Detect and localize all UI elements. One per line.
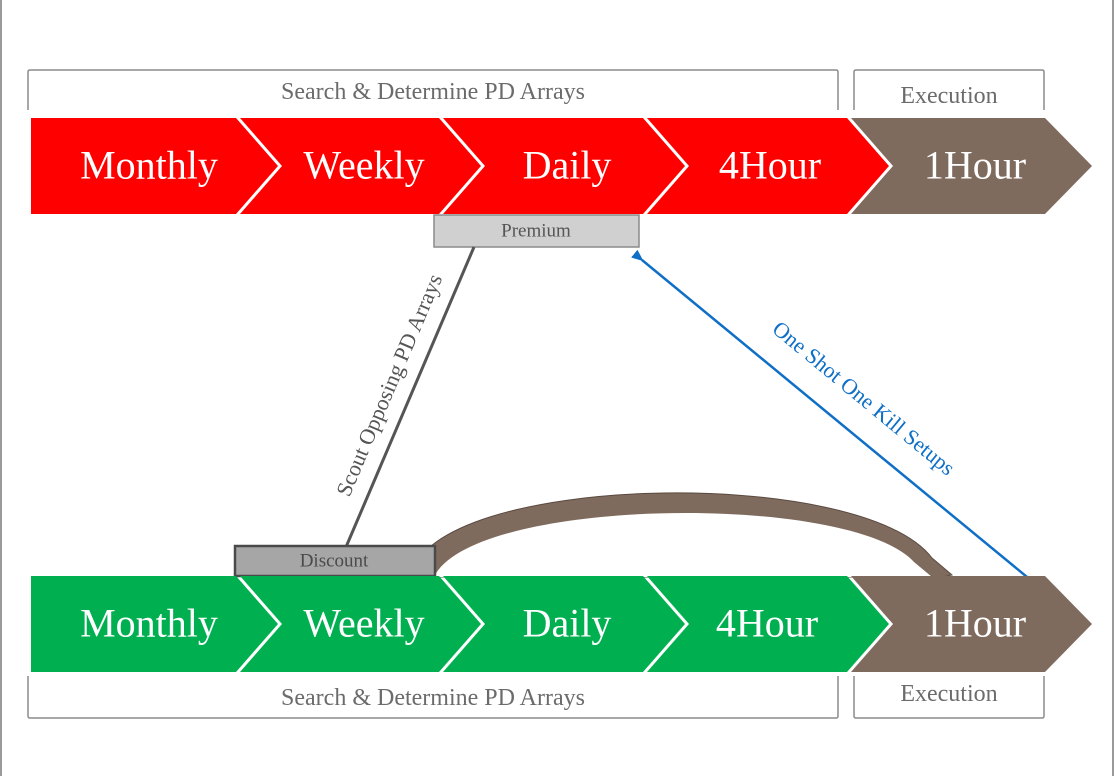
top-label-4hour: 4Hour [719,143,821,188]
top-label-daily: Daily [523,143,612,188]
bottom-timeframe-row: Monthly Weekly Daily 4Hour 1Hour [31,576,1092,672]
premium-box [433,214,640,248]
top-search-bracket-label: Search & Determine PD Arrays [281,79,585,105]
curved-arrow-inner [434,513,932,577]
bottom-chevron-daily [443,576,685,672]
scout-connector-line [344,246,476,548]
bottom-label-weekly: Weekly [303,601,424,646]
bottom-label-daily: Daily [523,601,612,646]
top-chevron-weekly [240,118,481,214]
top-execution-bracket [853,69,1045,110]
discount-label: Discount [300,551,369,572]
bottom-label-4hour: 4Hour [716,601,818,646]
setups-arrow-label: One Shot One Kill Setups [768,316,960,481]
top-execution-bracket-label: Execution [900,83,997,109]
top-label-monthly: Monthly [80,143,218,188]
bottom-search-bracket-label: Search & Determine PD Arrays [281,685,585,711]
top-chevron-daily [443,118,685,214]
bottom-chevron-monthly [31,576,278,672]
bottom-label-monthly: Monthly [80,601,218,646]
top-chevron-4hour [647,118,889,214]
top-chevron-1hour [851,118,1092,214]
bottom-chevron-weekly [240,576,481,672]
bottom-execution-bracket [853,676,1045,719]
setups-arrow-line [631,249,1028,578]
bottom-search-bracket [27,676,839,719]
scout-connector-label: Scout Opposing PD Arrays [331,270,447,500]
top-label-1hour: 1Hour [924,143,1026,188]
top-chevron-monthly [31,118,278,214]
bottom-execution-bracket-label: Execution [900,681,997,707]
top-timeframe-row: Monthly Weekly Daily 4Hour 1Hour [31,118,1092,214]
top-search-bracket [27,69,839,110]
bottom-label-1hour: 1Hour [924,601,1026,646]
bottom-chevron-1hour [851,576,1092,672]
top-label-weekly: Weekly [303,143,424,188]
premium-label: Premium [501,221,571,242]
bottom-chevron-4hour [647,576,889,672]
